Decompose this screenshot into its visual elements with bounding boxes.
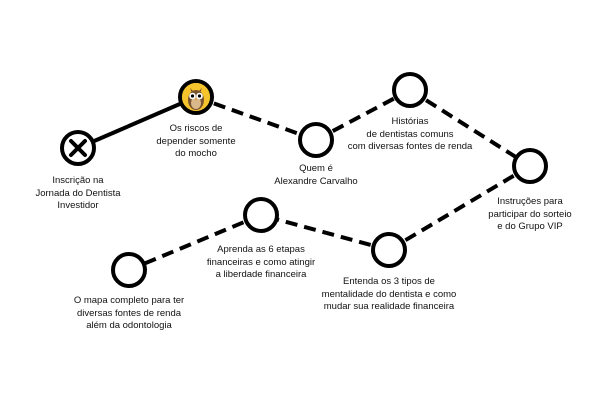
label-line: Histórias xyxy=(391,116,429,127)
pending-connector xyxy=(260,213,390,252)
label-line: depender somente xyxy=(156,135,236,147)
step-mapa-label: O mapa completo para ter diversas fontes… xyxy=(74,295,184,333)
step-historias-node[interactable] xyxy=(392,72,428,108)
step-instrucoes-label: Instruções para participar do sorteio e … xyxy=(488,196,571,234)
label-line: Jornada do Dentista xyxy=(35,187,121,199)
step-quem-label: Quem é Alexandre Carvalho xyxy=(274,163,357,188)
step-tipos-label: Entenda os 3 tipos de mentalidade do den… xyxy=(322,276,457,314)
pending-connector xyxy=(128,213,262,272)
label-line: Os riscos de xyxy=(169,123,223,134)
label-line: Inscrição na xyxy=(52,175,104,186)
label-line: financeiras e como atingir xyxy=(206,256,316,268)
label-line: Alexandre Carvalho xyxy=(274,175,358,187)
label-line: O mapa completo para ter xyxy=(73,295,185,306)
x-mark-icon xyxy=(69,139,87,157)
label-line: mudar sua realidade financeira xyxy=(323,301,455,312)
label-line: diversas fontes de renda xyxy=(76,307,182,319)
label-line: Entenda os 3 tipos de xyxy=(343,276,435,287)
step-tipos-node[interactable] xyxy=(371,232,407,268)
label-line: do mocho xyxy=(175,148,217,159)
label-line: de dentistas comuns xyxy=(366,128,454,140)
step-etapas-node[interactable] xyxy=(243,197,279,233)
label-line: participar do sorteio xyxy=(488,208,572,220)
step-quem-node[interactable] xyxy=(298,122,334,158)
step-inscricao-node[interactable] xyxy=(60,130,96,166)
label-line: Aprenda as 6 etapas xyxy=(217,244,305,255)
step-historias-label: Histórias de dentistas comuns com divers… xyxy=(348,116,473,154)
completed-connector xyxy=(77,95,197,150)
step-mapa-node[interactable] xyxy=(111,252,147,288)
step-inscricao-label: Inscrição na Jornada do Dentista Investi… xyxy=(35,175,120,213)
label-line: com diversas fontes de renda xyxy=(347,141,473,152)
label-line: além da odontologia xyxy=(86,320,172,331)
pending-connector xyxy=(408,88,532,168)
label-line: Instruções para xyxy=(497,196,563,207)
step-riscos-label: Os riscos de depender somente do mocho xyxy=(156,123,235,161)
label-line: Investidor xyxy=(57,200,99,211)
pending-connector xyxy=(195,95,317,142)
label-line: mentalidade do dentista e como xyxy=(321,288,457,300)
step-etapas-label: Aprenda as 6 etapas financeiras e como a… xyxy=(207,244,315,282)
pending-connector xyxy=(387,164,532,252)
owl-icon xyxy=(182,83,210,111)
step-riscos-node[interactable] xyxy=(178,79,214,115)
label-line: Quem é xyxy=(299,163,333,174)
label-line: e do Grupo VIP xyxy=(497,221,563,232)
step-instrucoes-node[interactable] xyxy=(512,148,548,184)
label-line: a liberdade financeira xyxy=(215,269,307,280)
